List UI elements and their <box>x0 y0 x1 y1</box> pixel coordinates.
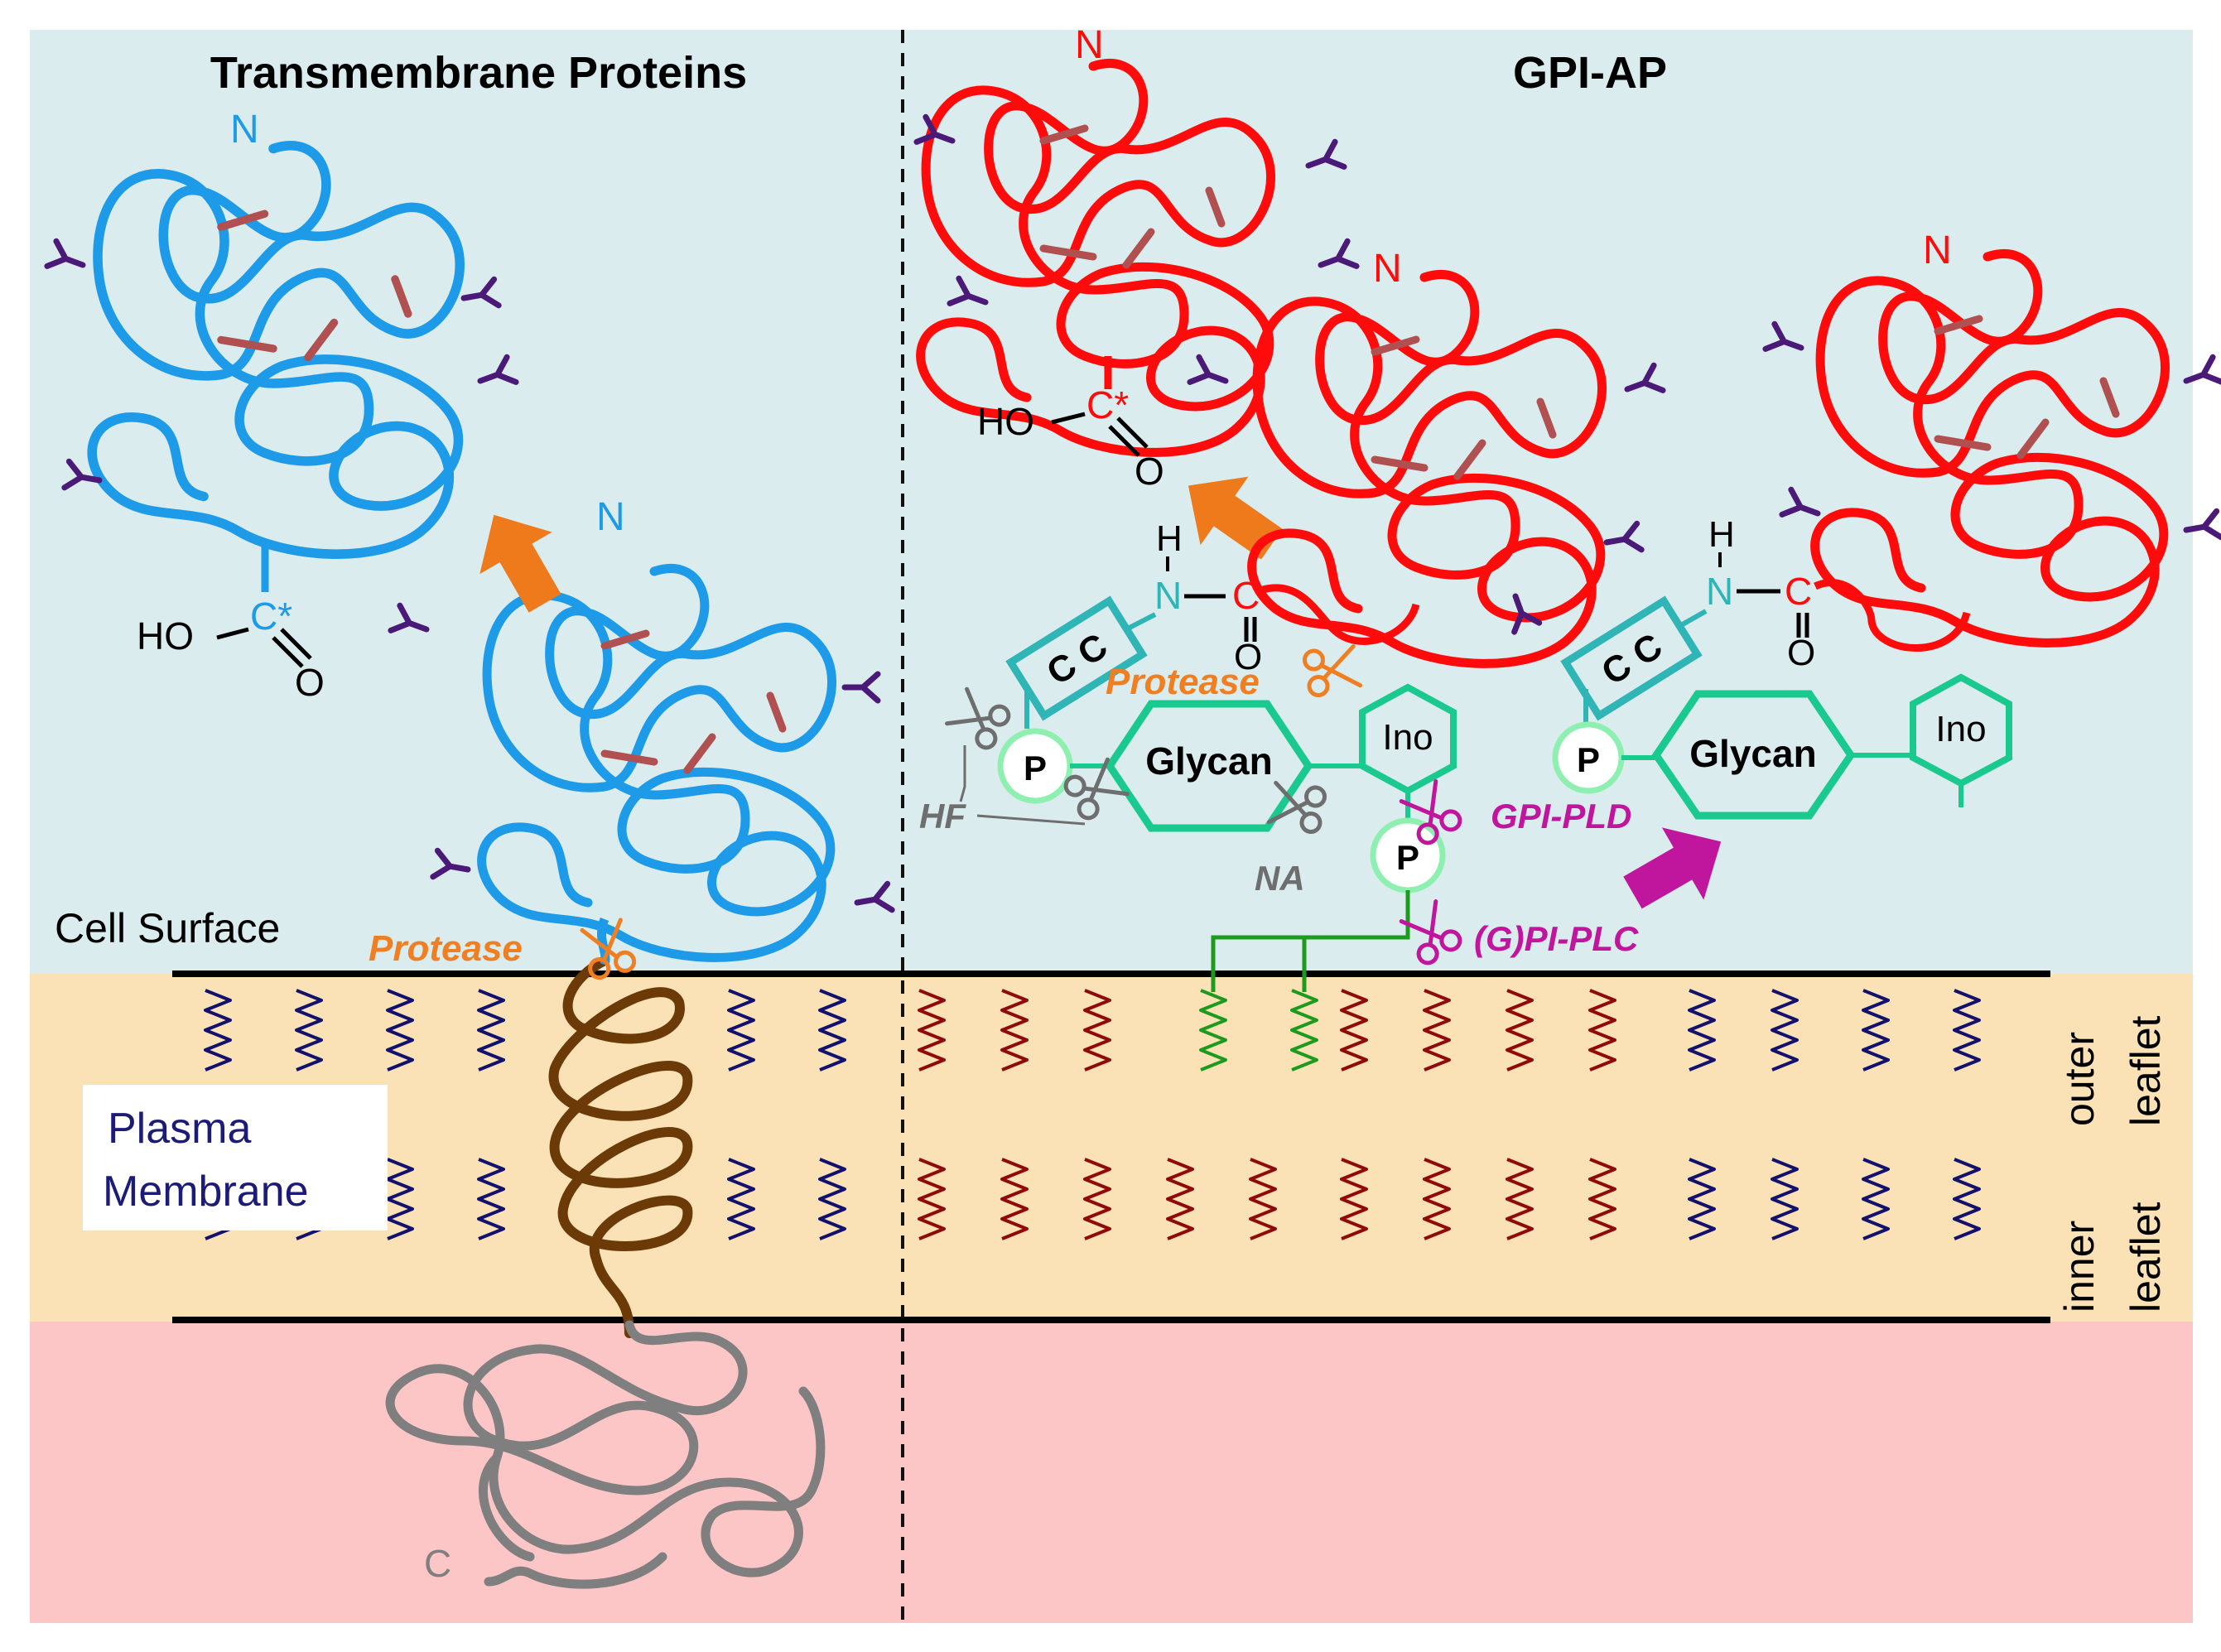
c-terminus-label: C <box>424 1542 451 1585</box>
released-h-label: H <box>1708 514 1735 555</box>
outer-leaflet-label-1: outer <box>2056 1032 2103 1126</box>
anchored-h-label: H <box>1156 518 1183 559</box>
released-p-label: P <box>1577 740 1600 779</box>
outer-leaflet-label-2: leaflet <box>2122 1015 2169 1126</box>
gpi-carbonyl-bond-1 <box>1108 425 1140 457</box>
membrane-label: Membrane <box>103 1168 309 1216</box>
transmembrane-helix <box>548 956 693 1338</box>
inner-leaflet-label-2: leaflet <box>2122 1202 2169 1312</box>
released-ino-label: Ino <box>1935 709 1986 749</box>
anchored-linker-bond <box>1125 612 1157 632</box>
na-label: NA <box>1255 859 1305 898</box>
gpi-anchored-n-terminus: N <box>1373 247 1402 291</box>
hf-pointer-lines <box>959 745 1086 826</box>
tm-bound-n-terminus: N <box>596 495 625 539</box>
tm-o-label: O <box>295 661 325 704</box>
anchored-glycan-label: Glycan <box>1145 739 1272 783</box>
tm-protease-label: Protease <box>369 928 523 969</box>
plasma-label: Plasma <box>108 1105 251 1153</box>
right-panel-title: GPI-AP <box>1513 48 1667 98</box>
gpi-plc-label: (G)PI-PLC <box>1474 919 1639 958</box>
released-glycan-label: Glycan <box>1689 732 1816 775</box>
released-linker-bond <box>1679 609 1708 628</box>
gpi-ho-label: HO <box>977 400 1034 443</box>
anchored-ino-label: Ino <box>1382 717 1433 758</box>
anchored-n-label: N <box>1154 574 1182 617</box>
cytoplasmic-domain <box>385 1320 826 1589</box>
gpi-carbonyl-bond-2 <box>1116 417 1149 449</box>
cytoplasm-region <box>30 1322 2193 1623</box>
anchored-c-label: C <box>1232 574 1260 617</box>
released-o-label: O <box>1787 633 1815 673</box>
gpi-protease-label: Protease <box>1106 662 1260 702</box>
gpi-amide-released: H N C O <box>1679 514 1971 673</box>
gpi-o-label: O <box>1135 450 1164 493</box>
anchored-c-terminal-link <box>1261 584 1420 645</box>
left-panel-title: Transmembrane Proteins <box>210 48 747 98</box>
inner-leaflet-label-1: inner <box>2056 1221 2103 1312</box>
anchored-p-label-2: P <box>1396 838 1419 877</box>
cell-surface-label: Cell Surface <box>55 905 280 951</box>
hf-label: HF <box>919 797 966 836</box>
gpi-glycerol-backbone <box>1211 890 1410 992</box>
gpi-ho-bond <box>1051 412 1086 425</box>
tm-released-n-terminus: N <box>230 108 259 152</box>
gpi-pld-label: GPI-PLD <box>1491 797 1631 836</box>
tm-ho-label: HO <box>137 614 194 657</box>
anchored-o-label: O <box>1234 637 1262 677</box>
membrane-label-box <box>83 1085 388 1231</box>
tm-carbonyl-bond-2 <box>280 628 312 660</box>
tm-ho-bond <box>216 627 249 640</box>
gpi-released-n-terminus: N <box>1075 23 1104 67</box>
released-n-label: N <box>1706 570 1733 613</box>
anchored-p-label-1: P <box>1024 749 1047 787</box>
tm-carbonyl-bond-1 <box>272 636 304 668</box>
gpi-plc-n-terminus: N <box>1923 229 1952 272</box>
released-c-label: C <box>1785 570 1812 613</box>
released-c-terminal-link <box>1814 578 1971 652</box>
gpi-amide-anchored: H N C O <box>1125 518 1420 677</box>
